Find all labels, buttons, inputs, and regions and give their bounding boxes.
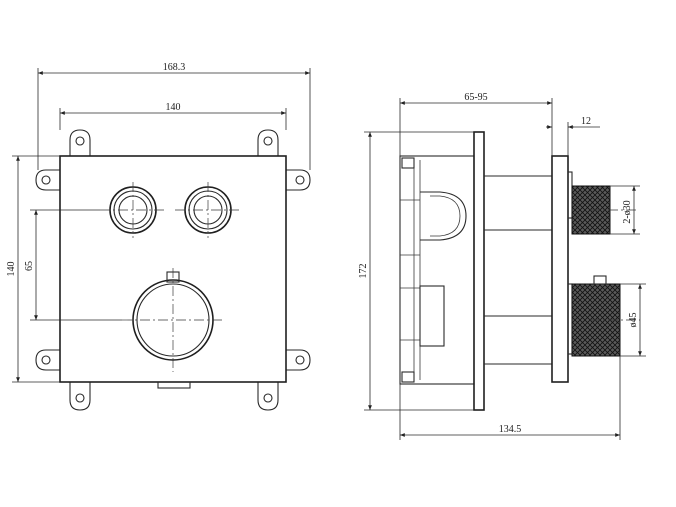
- dim-total-depth: 134.5: [399, 356, 621, 440]
- dim-label-65-95: 65-95: [464, 92, 487, 103]
- dim-height: 140: [6, 155, 60, 383]
- bottom-tab: [157, 381, 191, 389]
- side-view: 65-95 12 172 134.5 2-ø30: [358, 92, 646, 440]
- center-lines-side: [590, 209, 640, 321]
- ear-left-lower: [35, 349, 60, 371]
- ear-top-left: [69, 129, 91, 156]
- valve-body: [484, 175, 552, 365]
- center-lines-front: [100, 182, 242, 372]
- ear-bottom-right: [257, 382, 279, 411]
- dim-label-65: 65: [24, 261, 35, 271]
- dim-label-140-h: 140: [166, 102, 181, 113]
- dim-overall-width: 168.3: [37, 62, 311, 170]
- dim-side-height: 172: [358, 131, 474, 411]
- rear-box: [399, 155, 475, 385]
- front-view: 168.3 140 140 65: [6, 62, 311, 411]
- tile-plate: [473, 131, 485, 411]
- dim-depth-range: 65-95: [399, 92, 553, 156]
- mounting-ears: [35, 129, 311, 411]
- dim-label-d45: ø45: [628, 313, 639, 328]
- ear-right-lower: [286, 349, 311, 371]
- ear-bottom-left: [69, 382, 91, 411]
- dim-offset: 65: [24, 209, 122, 321]
- dim-label-140-v: 140: [6, 262, 17, 277]
- dim-plate-thickness: 12: [546, 116, 600, 156]
- ear-right-upper: [286, 169, 311, 191]
- dim-label-12: 12: [581, 116, 591, 127]
- dim-small-outlets: 2-ø30: [610, 185, 640, 235]
- ear-left-upper: [35, 169, 60, 191]
- dim-label-172: 172: [358, 264, 369, 279]
- dim-label-168-3: 168.3: [163, 62, 186, 73]
- dim-label-134-5: 134.5: [499, 424, 522, 435]
- dim-label-2-d30: 2-ø30: [622, 200, 633, 223]
- dim-large-knob: ø45: [620, 283, 646, 357]
- dim-plate-width: 140: [59, 102, 287, 130]
- ear-top-right: [257, 129, 279, 156]
- face-plate: [551, 155, 569, 383]
- knurled-knob: [571, 275, 621, 357]
